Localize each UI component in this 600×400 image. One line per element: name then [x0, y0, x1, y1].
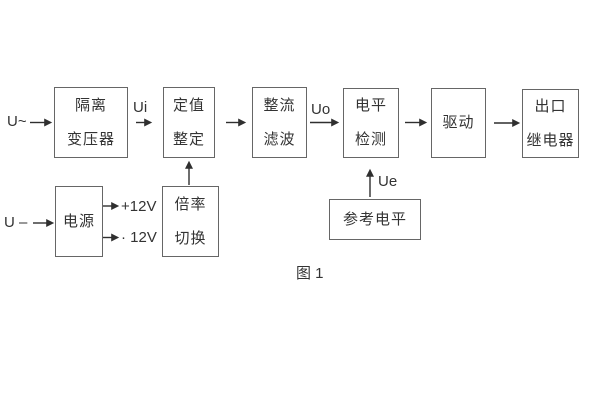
- block-ratio-switch: 倍率 切换: [162, 186, 219, 257]
- block-label-line: 滤波: [263, 130, 296, 148]
- block-driver: 驱动: [431, 88, 486, 158]
- block-setting-adjust: 定值 整定: [163, 87, 215, 158]
- block-output-relay: 出口 继电器: [522, 89, 579, 158]
- block-label-line: 电源: [62, 212, 95, 230]
- block-label-line: 继电器: [526, 131, 575, 149]
- signal-label-minus-12v: · 12V: [121, 229, 157, 246]
- signal-label-ac-input: U~: [7, 113, 27, 130]
- signal-label-dc-input: U –: [4, 214, 28, 231]
- block-label-line: 整流: [263, 96, 296, 114]
- block-label-line: 出口: [534, 97, 567, 115]
- block-label-line: 驱动: [442, 114, 475, 131]
- block-label-line: 切换: [174, 229, 207, 247]
- signal-label-ui: Ui: [133, 99, 148, 116]
- block-label-line: 定值: [172, 96, 205, 114]
- block-label-line: 检测: [354, 131, 387, 148]
- block-label-line: 隔离: [74, 96, 107, 114]
- block-label-line: 电平: [354, 97, 387, 114]
- figure-caption: 图 1: [296, 265, 324, 282]
- signal-label-uo: Uo: [311, 101, 331, 118]
- block-isolation-transformer: 隔离 变压器: [54, 87, 128, 158]
- block-power-supply: 电源: [55, 186, 103, 257]
- block-rectify-filter: 整流 滤波: [252, 87, 307, 158]
- block-level-detect: 电平 检测: [343, 88, 399, 158]
- block-label-line: 倍率: [174, 195, 207, 213]
- block-label-line: 整定: [172, 130, 205, 148]
- block-label-line: 参考电平: [342, 210, 407, 228]
- signal-label-ue: Ue: [378, 173, 398, 190]
- block-label-line: 变压器: [66, 130, 115, 148]
- block-reference-level: 参考电平: [329, 199, 421, 240]
- signal-label-plus-12v: +12V: [121, 198, 157, 215]
